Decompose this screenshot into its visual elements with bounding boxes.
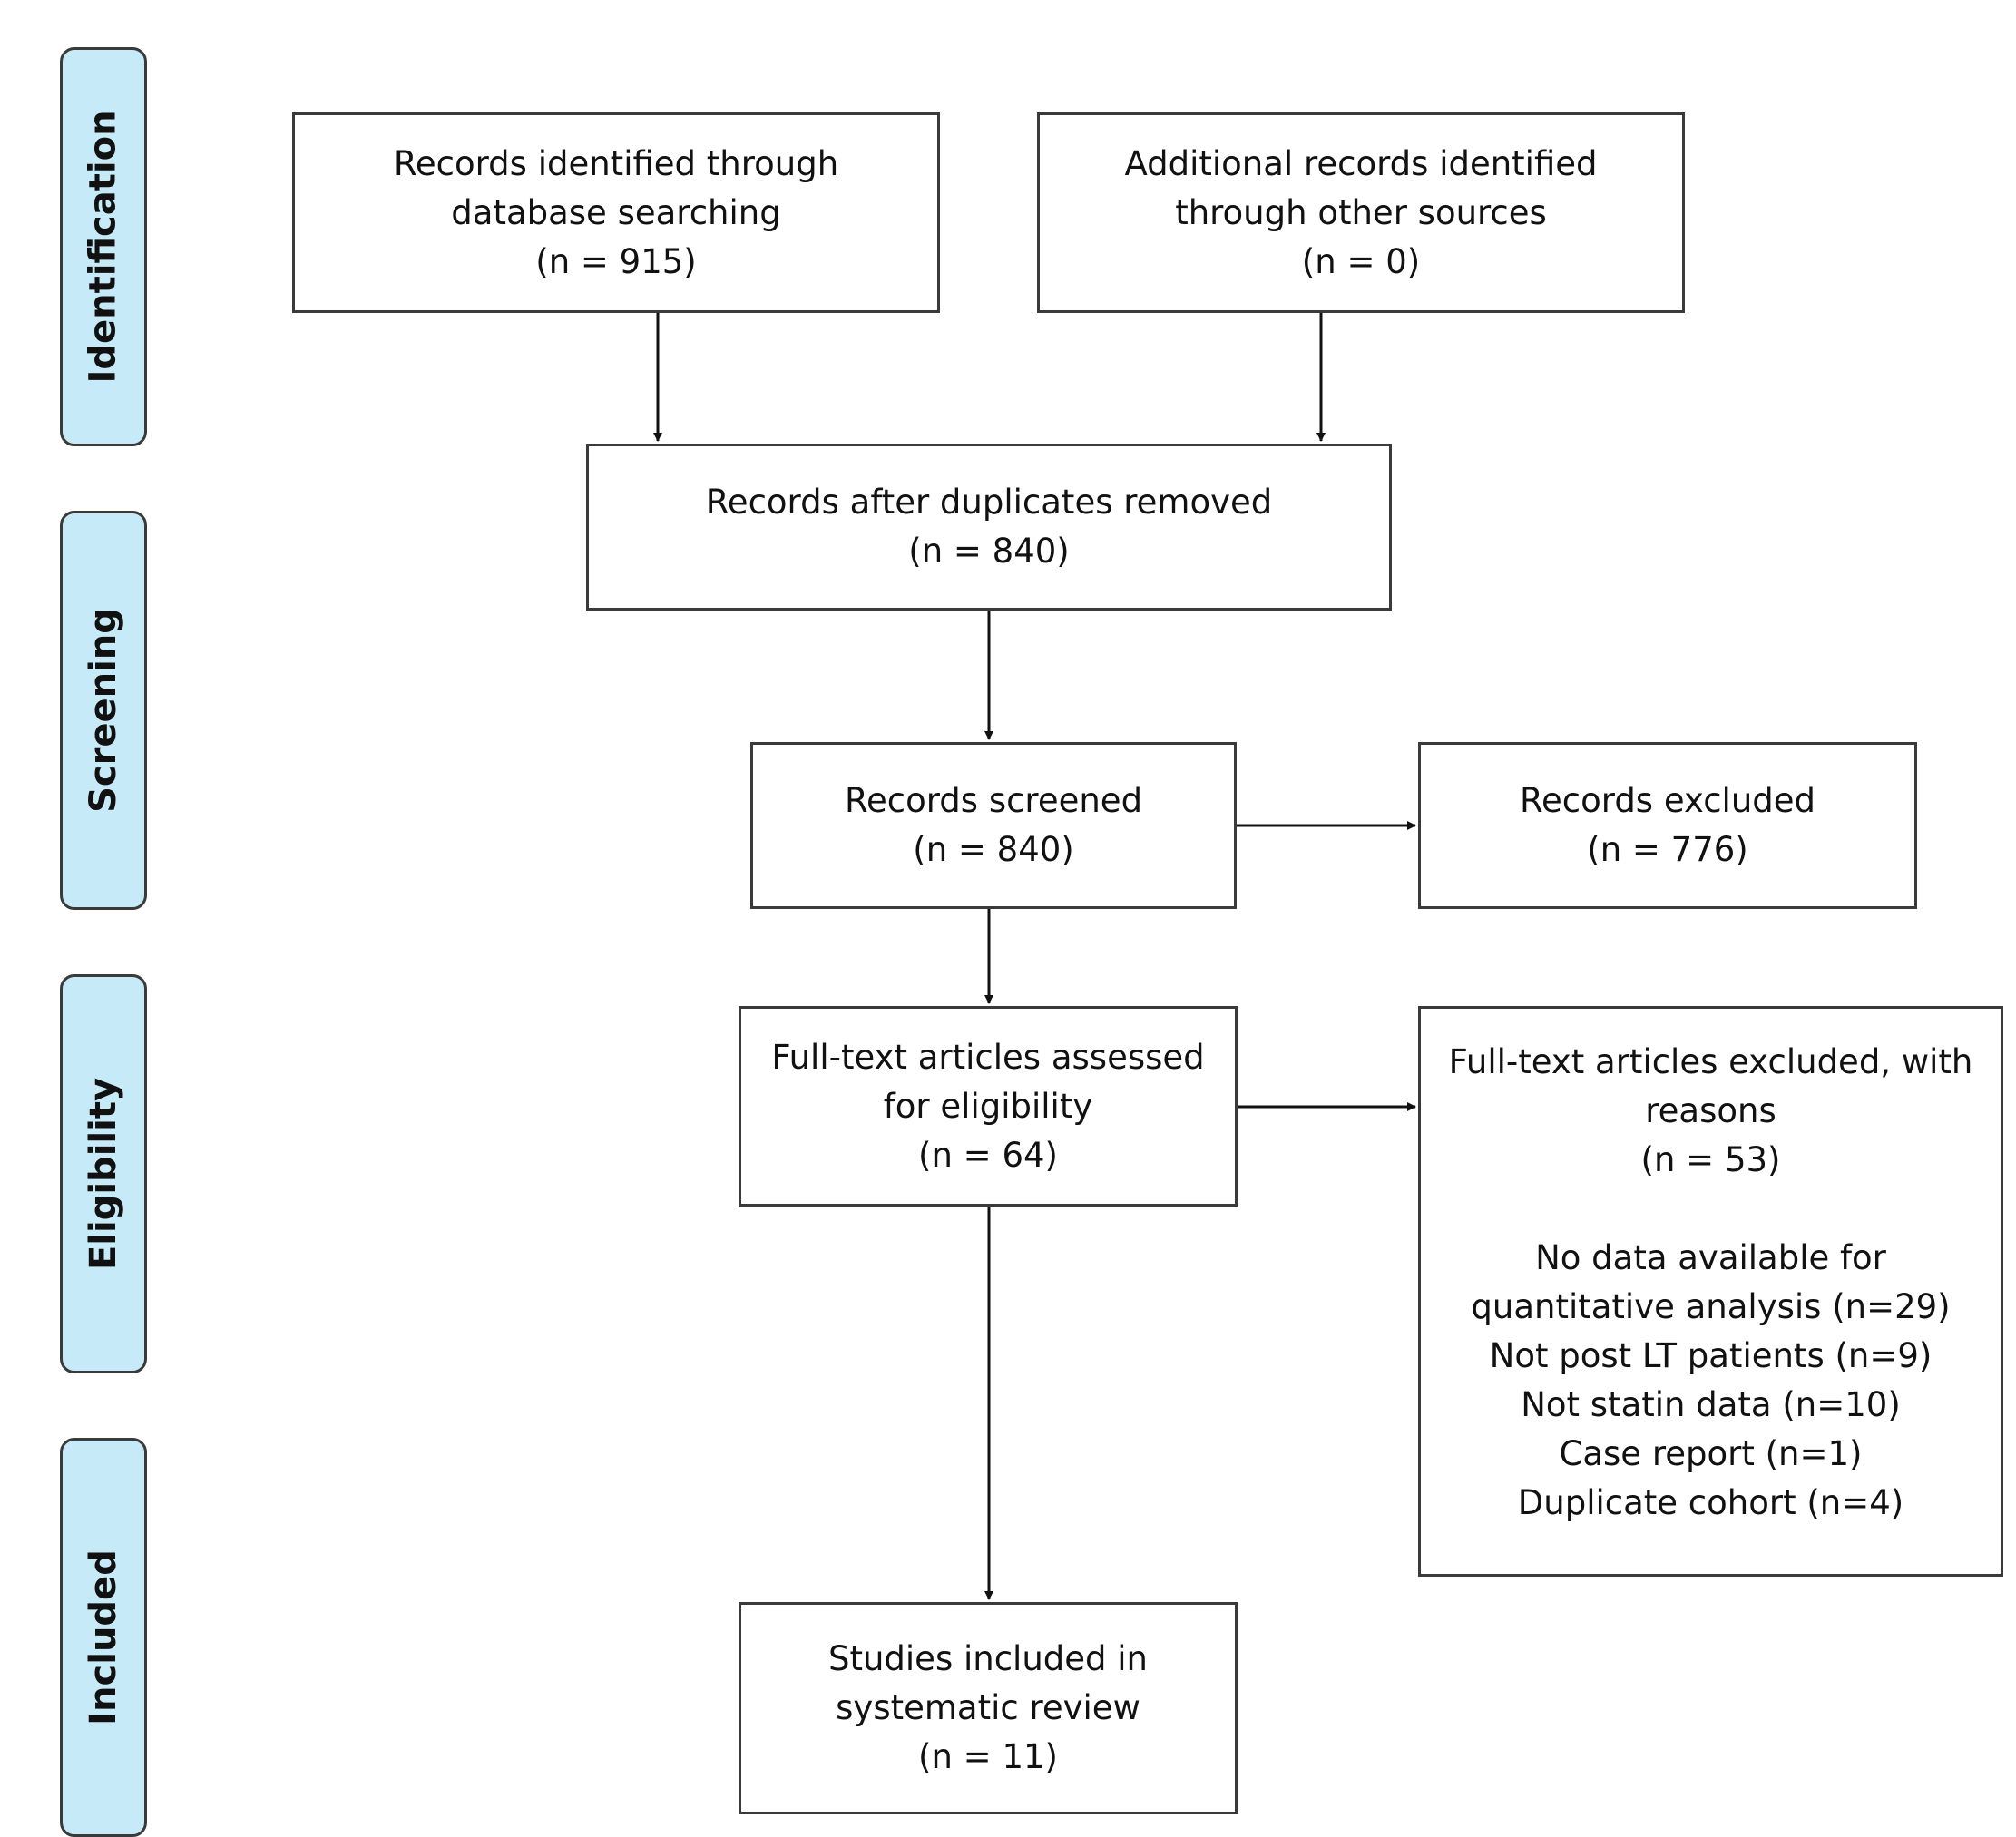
database-records-box: Records identified through database sear… [292,112,940,313]
database-records-line-1: Records identified through [393,143,839,183]
exclusion-reason: Not statin data (n=10) [1521,1385,1901,1424]
full-text-excluded-line-1: Full-text articles excluded, with [1448,1042,1973,1081]
full-text-assessed-box: Full-text articles assessed for eligibil… [739,1006,1238,1207]
after-duplicates-count: (n = 840) [908,532,1070,571]
stage-identification-label: Identification [83,110,124,384]
records-excluded-count: (n = 776) [1587,830,1748,869]
full-text-assessed-line-1: Full-text articles assessed [771,1037,1205,1077]
database-records-line-2: database searching [451,192,781,232]
full-text-excluded-line-2: reasons [1645,1091,1776,1130]
stage-screening-label: Screening [83,608,124,813]
records-screened-box: Records screened (n = 840) [750,742,1237,909]
records-excluded-box: Records excluded (n = 776) [1418,742,1917,909]
full-text-assessed-line-2: for eligibility [883,1086,1093,1126]
full-text-excluded-count: (n = 53) [1640,1140,1781,1179]
full-text-excluded-box: Full-text articles excluded, with reason… [1418,1006,2003,1577]
records-screened-line-1: Records screened [844,781,1143,820]
stage-included: Included [60,1438,147,1837]
stage-screening: Screening [60,511,147,910]
exclusion-reason: No data available for [1535,1238,1886,1277]
after-duplicates-box: Records after duplicates removed (n = 84… [586,444,1392,611]
other-sources-line-2: through other sources [1175,192,1547,232]
exclusion-reason: Not post LT patients (n=9) [1489,1336,1933,1375]
stage-included-label: Included [83,1549,124,1725]
included-studies-count: (n = 11) [918,1737,1058,1776]
other-sources-count: (n = 0) [1301,241,1421,281]
full-text-assessed-count: (n = 64) [918,1135,1058,1175]
exclusion-reason: Duplicate cohort (n=4) [1517,1483,1904,1522]
stage-eligibility: Eligibility [60,974,147,1373]
other-sources-line-1: Additional records identified [1124,143,1598,183]
exclusion-reason: quantitative analysis (n=29) [1471,1287,1951,1326]
after-duplicates-line-1: Records after duplicates removed [705,483,1273,522]
records-excluded-line-1: Records excluded [1519,781,1816,820]
included-studies-line-1: Studies included in [827,1639,1149,1678]
included-studies-box: Studies included in systematic review (n… [739,1602,1238,1814]
stage-eligibility-label: Eligibility [83,1077,124,1271]
stage-identification: Identification [60,47,147,446]
database-records-count: (n = 915) [535,241,697,281]
records-screened-count: (n = 840) [913,830,1074,869]
included-studies-line-2: systematic review [836,1688,1140,1727]
other-sources-box: Additional records identified through ot… [1037,112,1685,313]
exclusion-reason: Case report (n=1) [1559,1434,1863,1473]
